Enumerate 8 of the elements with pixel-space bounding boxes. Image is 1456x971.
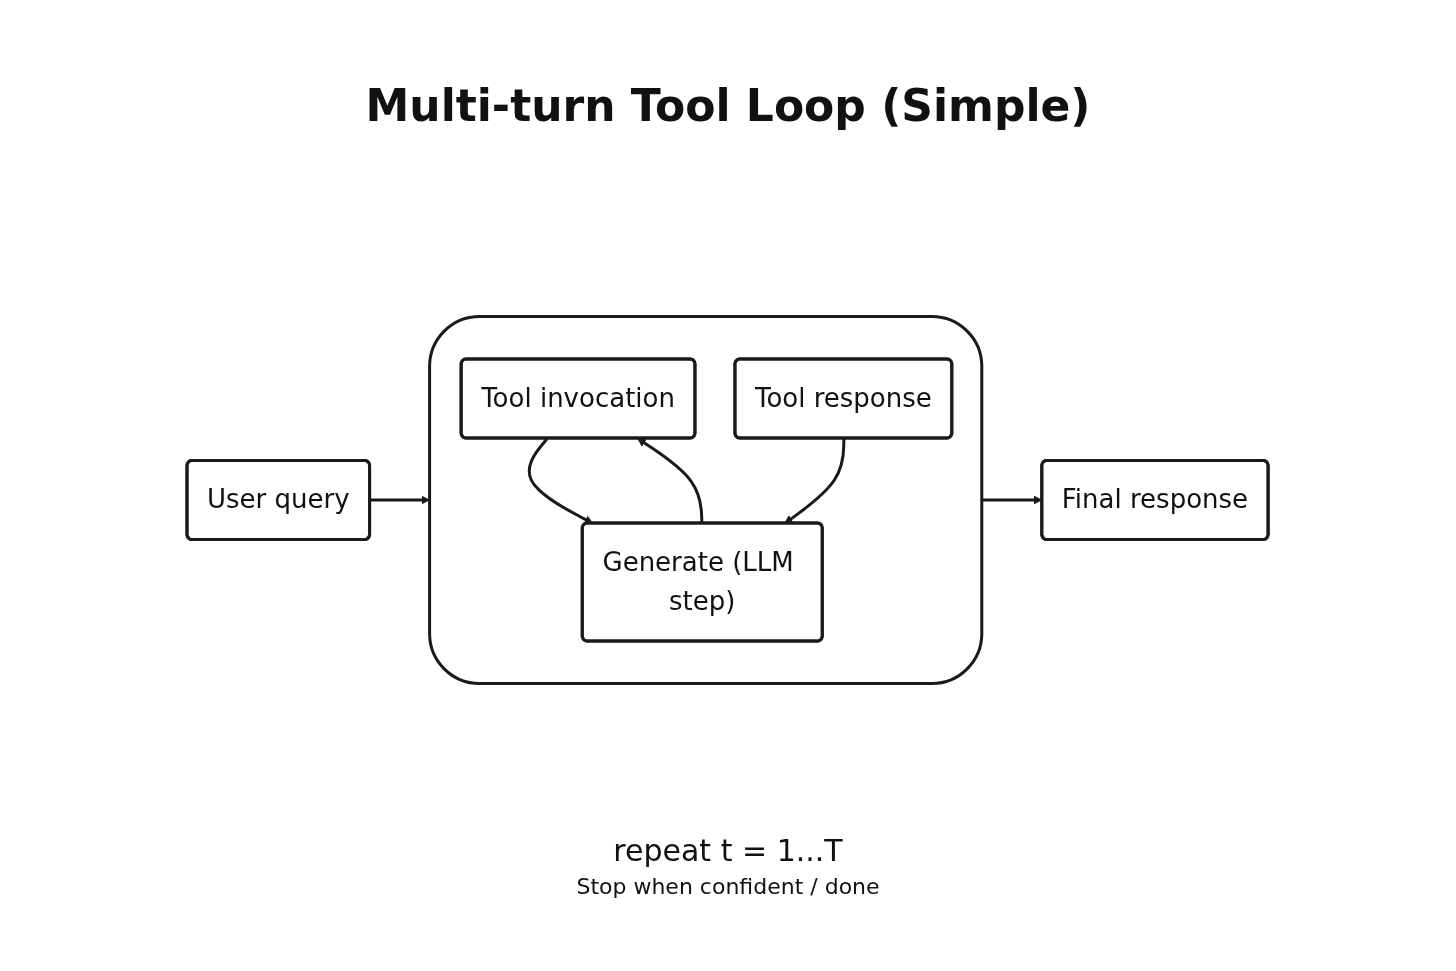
cluster — [428, 315, 984, 685]
diagram-title: Multi-turn Tool Loop (Simple) — [364, 80, 1092, 131]
arrow — [370, 495, 431, 505]
arrow — [637, 438, 704, 524]
note-text: repeat t = 1...T — [613, 833, 843, 868]
note-text: Stop when confident / done — [576, 874, 880, 899]
arrow — [784, 438, 846, 524]
arrow — [982, 495, 1043, 505]
